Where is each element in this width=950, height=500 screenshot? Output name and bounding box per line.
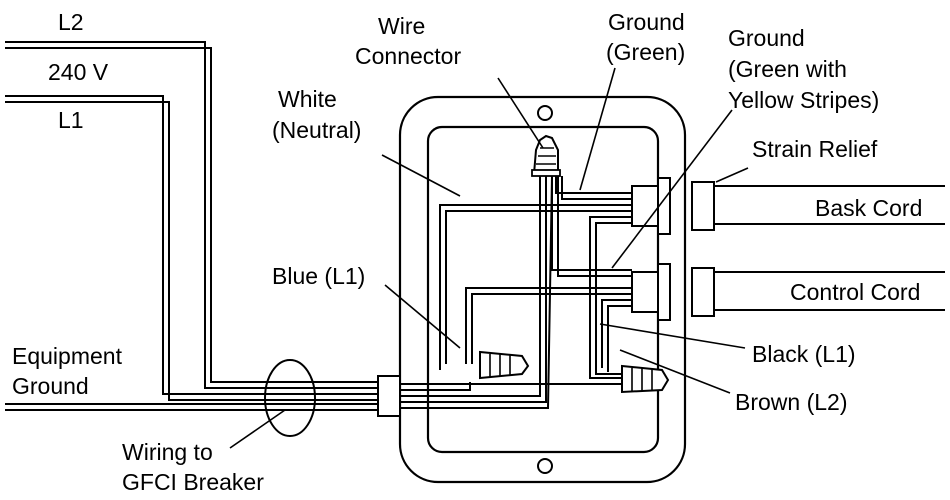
wire-connector-blue	[479, 350, 530, 380]
label-black-l1: Black (L1)	[752, 341, 856, 367]
control-cord	[714, 271, 945, 311]
label-wire-connector-line2: Connector	[355, 43, 461, 69]
label-control-cord: Control Cord	[790, 279, 920, 305]
label-ground-gy-line2: (Green with	[728, 56, 847, 82]
left-cable-clamp	[377, 375, 401, 417]
label-ground-green-line2: (Green)	[606, 39, 685, 65]
label-wiring-gfci-line1: Wiring to	[122, 439, 213, 465]
label-wire-connector-line1: Wire	[378, 13, 425, 39]
top-mounting-hole	[537, 105, 553, 121]
label-l1: L1	[58, 107, 84, 133]
internal-wiring	[400, 175, 632, 409]
leader-lines	[229, 67, 749, 449]
label-white-neutral-line2: (Neutral)	[272, 117, 361, 143]
label-brown-l2: Brown (L2)	[735, 389, 847, 415]
label-white-neutral-line1: White	[278, 86, 337, 112]
label-ground-green-line1: Ground	[608, 9, 685, 35]
label-l2: L2	[58, 9, 84, 35]
label-equipment-ground-line2: Ground	[12, 373, 89, 399]
wire-connector-top	[531, 134, 561, 177]
label-blue-l1: Blue (L1)	[272, 263, 365, 289]
gfci-bundle-ring	[264, 359, 316, 437]
label-ground-gy-line3: Yellow Stripes)	[728, 87, 879, 113]
label-ground-gy-line1: Ground	[728, 25, 805, 51]
strain-relief-bask	[631, 177, 715, 235]
label-equipment-ground-line1: Equipment	[12, 343, 123, 369]
wire-connector-black-brown	[621, 364, 670, 394]
bottom-mounting-hole	[537, 458, 553, 474]
label-240v: 240 V	[48, 59, 109, 85]
label-bask-cord: Bask Cord	[815, 195, 922, 221]
label-strain-relief: Strain Relief	[752, 136, 878, 162]
bask-cord	[714, 185, 945, 225]
strain-relief-control	[631, 263, 715, 321]
supply-wires	[5, 41, 380, 411]
label-wiring-gfci-line2: GFCI Breaker	[122, 469, 264, 495]
